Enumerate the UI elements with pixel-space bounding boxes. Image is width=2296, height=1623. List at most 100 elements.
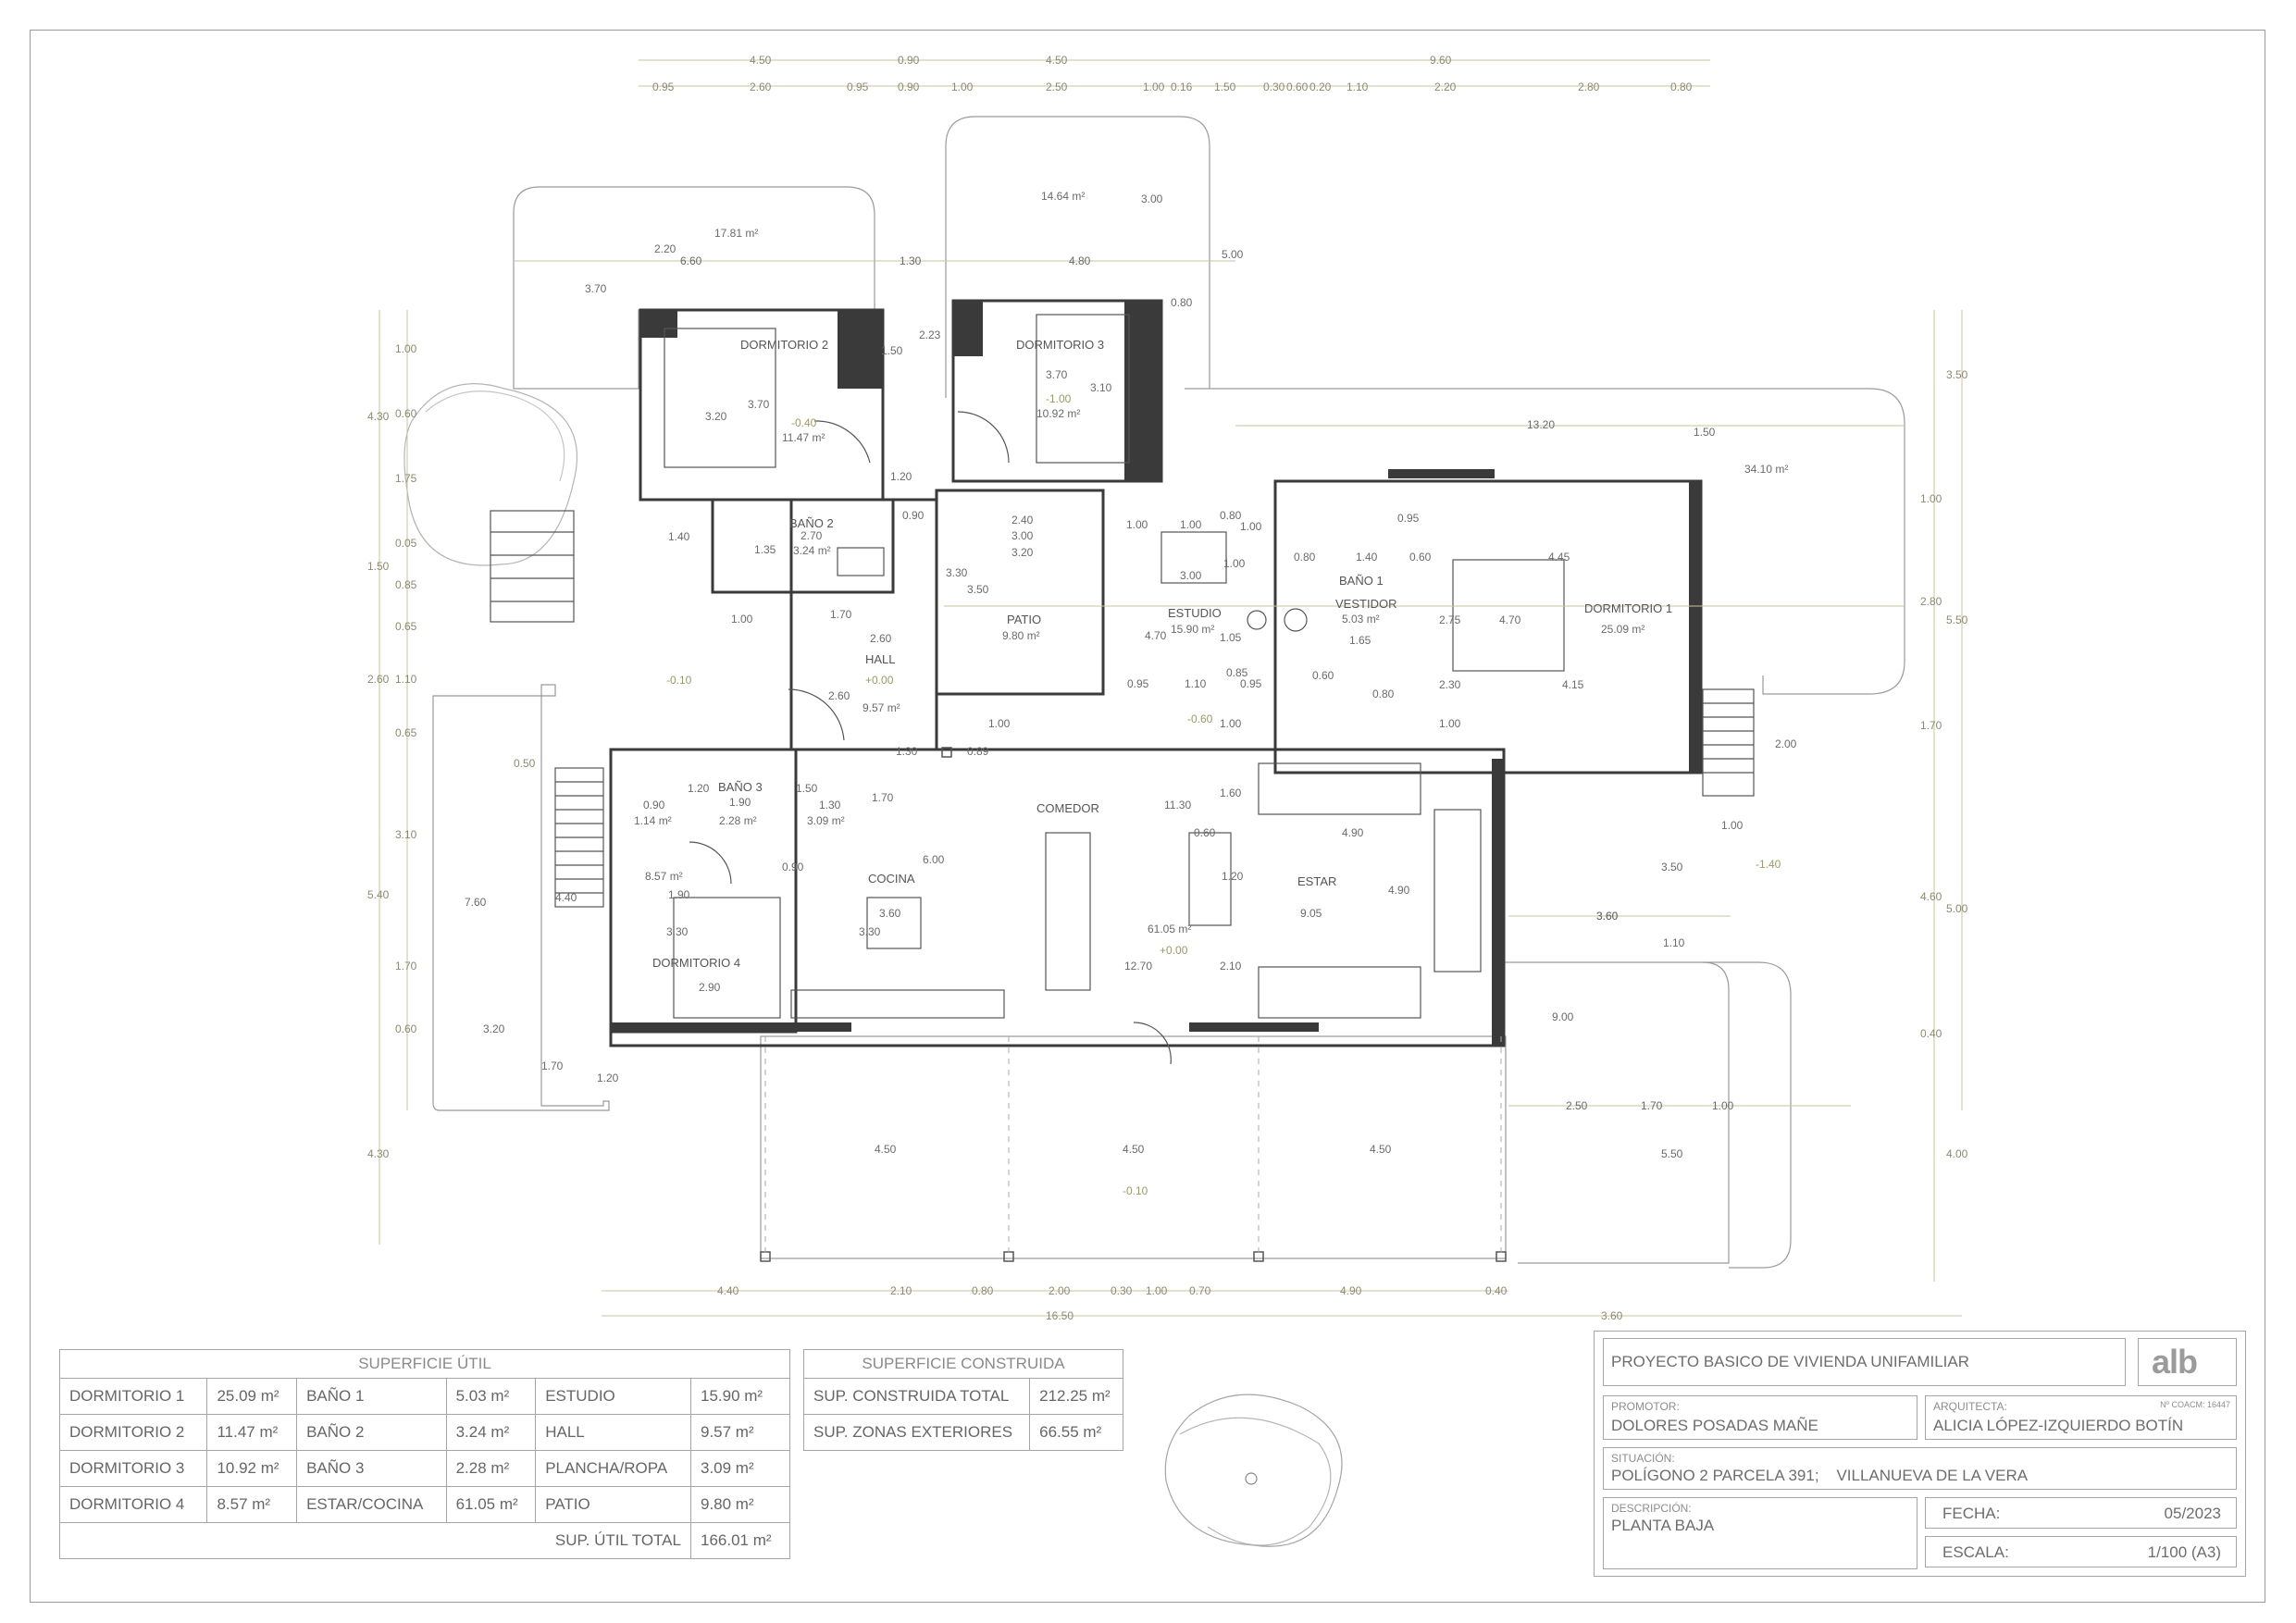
dim-label: 5.00 xyxy=(1222,248,1244,261)
room-cocina: COCINA xyxy=(868,872,915,886)
dim-label: 1.00 xyxy=(1220,717,1242,730)
dim-left-outer-1: 4.30 xyxy=(367,410,390,423)
dim-top-part-8: 1.50 xyxy=(1214,81,1236,93)
dim-top-total-2: 4.50 xyxy=(1046,54,1068,67)
dim-label: 1.70 xyxy=(830,608,852,621)
descripcion-label: DESCRIPCIÓN: xyxy=(1611,1502,1692,1515)
dim-label: 1.30 xyxy=(900,254,922,267)
dim-label: 3.20 xyxy=(483,1022,505,1035)
dim-label: 0.80 xyxy=(1220,509,1242,522)
total-row: SUP. ÚTIL TOTAL 166.01 m² xyxy=(59,1522,791,1559)
table-cell: 212.25 m² xyxy=(1029,1378,1123,1415)
dim-top-total-1: 0.90 xyxy=(898,54,920,67)
dim-label: 2.60 xyxy=(828,689,850,702)
arquitecta-label: ARQUITECTA: xyxy=(1933,1400,2007,1413)
area-dorm4: 8.57 m² xyxy=(645,870,683,883)
wall-block-hall xyxy=(789,498,938,751)
situacion-label: SITUACIÓN: xyxy=(1611,1452,1675,1465)
dim-bottom-part-7: 4.90 xyxy=(1340,1284,1362,1297)
dim-label: 2.30 xyxy=(1439,678,1461,691)
dim-left-inner-8: 3.10 xyxy=(395,828,417,841)
dim-label: 1.10 xyxy=(1185,677,1207,690)
stair-northwest xyxy=(490,510,575,623)
dim-label: 0.95 xyxy=(1127,677,1149,690)
dim-right-outer-1: 5.50 xyxy=(1946,613,1968,626)
table-row: SUP. ZONAS EXTERIORES 66.55 m² xyxy=(802,1414,1123,1451)
dim-top-part-12: 1.10 xyxy=(1347,81,1369,93)
table-cell: 66.55 m² xyxy=(1029,1414,1123,1451)
dim-label: 2.20 xyxy=(654,242,676,255)
drawing-frame xyxy=(30,30,2265,1603)
table-cell: HALL xyxy=(535,1414,691,1451)
fireplace xyxy=(1188,832,1232,926)
dim-left-inner-7: 0.50 xyxy=(514,757,536,770)
dim-right-outer-2: 4.60 xyxy=(1920,890,1942,903)
dim-label: 0.90 xyxy=(782,861,804,873)
table-cell: 8.57 m² xyxy=(206,1486,298,1523)
dim-bottom-part-3: 2.00 xyxy=(1049,1284,1071,1297)
terrace-southeast-2 xyxy=(1703,961,1792,1269)
area-terrace-nw: 17.81 m² xyxy=(714,227,759,240)
dim-label: 0.89 xyxy=(967,745,989,758)
dim-label: 1.50 xyxy=(881,344,903,357)
dim-top-part-4: 1.00 xyxy=(951,81,974,93)
table-row: DORMITORIO 1 25.09 m² BAÑO 1 5.03 m² EST… xyxy=(58,1378,791,1415)
dim-label: 0.85 xyxy=(1226,666,1248,679)
dim-label: 2.60 xyxy=(870,632,892,645)
dim-label: 2.00 xyxy=(1775,737,1797,750)
room-comedor: COMEDOR xyxy=(1036,801,1099,815)
dim-label: 0.90 xyxy=(902,509,925,522)
dim-label: 12.70 xyxy=(1124,960,1153,973)
dim-left-inner-4: 0.65 xyxy=(395,620,417,633)
level-west: -0.10 xyxy=(666,674,692,687)
escala-value: 1/100 (A3) xyxy=(2147,1543,2221,1561)
dim-top-part-1: 2.60 xyxy=(750,81,772,93)
dim-right-inner-3: 5.00 xyxy=(1946,902,1968,915)
dim-label: 3.30 xyxy=(946,566,968,579)
dim-top-part-10: 0.60 xyxy=(1286,81,1309,93)
dim-label: 3.20 xyxy=(1011,546,1034,559)
room-patio: PATIO xyxy=(1007,613,1042,626)
dim-label: 4.45 xyxy=(1548,551,1570,564)
dim-right-inner-2: 1.70 xyxy=(1920,719,1942,732)
fecha-label: FECHA: xyxy=(1942,1505,2001,1522)
terrace-north xyxy=(945,116,1210,398)
dim-label: 1.30 xyxy=(819,799,841,812)
dim-label: 3.30 xyxy=(859,925,881,938)
table-cell: DORMITORIO 1 xyxy=(58,1378,208,1415)
dim-label: 3.00 xyxy=(1141,192,1163,205)
dim-label: 3.60 xyxy=(879,907,901,920)
dim-label: 1.00 xyxy=(1180,518,1202,531)
table-cell: BAÑO 3 xyxy=(296,1450,447,1487)
area-dorm2: 11.47 m² xyxy=(782,431,825,444)
terrace-northwest xyxy=(513,186,875,390)
dim-label: 0.80 xyxy=(1171,296,1193,309)
sofa-bottom xyxy=(1258,966,1421,1019)
dim-label: 2.10 xyxy=(1220,960,1242,973)
dim-top-part-15: 0.80 xyxy=(1670,81,1693,93)
dim-label: 0.60 xyxy=(1312,669,1334,682)
dim-label: 1.65 xyxy=(1349,634,1371,647)
dim-label: 4.50 xyxy=(1123,1143,1145,1156)
table-row: SUP. CONSTRUIDA TOTAL 212.25 m² xyxy=(802,1378,1123,1415)
dim-label: 1.90 xyxy=(668,888,690,901)
situacion-box: SITUACIÓN: POLÍGONO 2 PARCELA 391; VILLA… xyxy=(1603,1447,2237,1490)
area-terrace-east: 34.10 m² xyxy=(1744,463,1789,476)
dim-label: 3.60 xyxy=(1596,910,1619,923)
dim-label: 2.70 xyxy=(800,529,823,542)
room-bano-3: BAÑO 3 xyxy=(718,780,763,794)
arquitecta-box: ARQUITECTA: Nº COACM: 16447 ALICIA LÓPEZ… xyxy=(1925,1395,2237,1440)
dim-label: 1.00 xyxy=(1223,557,1246,570)
dim-label: 1.00 xyxy=(731,613,753,626)
table-cell: BAÑO 2 xyxy=(296,1414,447,1451)
dim-right-inner-0: 1.00 xyxy=(1920,492,1942,505)
room-dormitorio-2: DORMITORIO 2 xyxy=(740,338,829,352)
bed-dorm2 xyxy=(664,328,776,468)
dim-label: 6.00 xyxy=(923,853,945,866)
dim-label: 6.60 xyxy=(680,254,702,267)
project-title: PROYECTO BASICO DE VIVIENDA UNIFAMILIAR xyxy=(1611,1353,1969,1370)
logo-box: alb xyxy=(2138,1338,2237,1386)
area-plancha: 1.14 m² xyxy=(634,814,672,827)
dim-bottom-part-5: 1.00 xyxy=(1146,1284,1168,1297)
